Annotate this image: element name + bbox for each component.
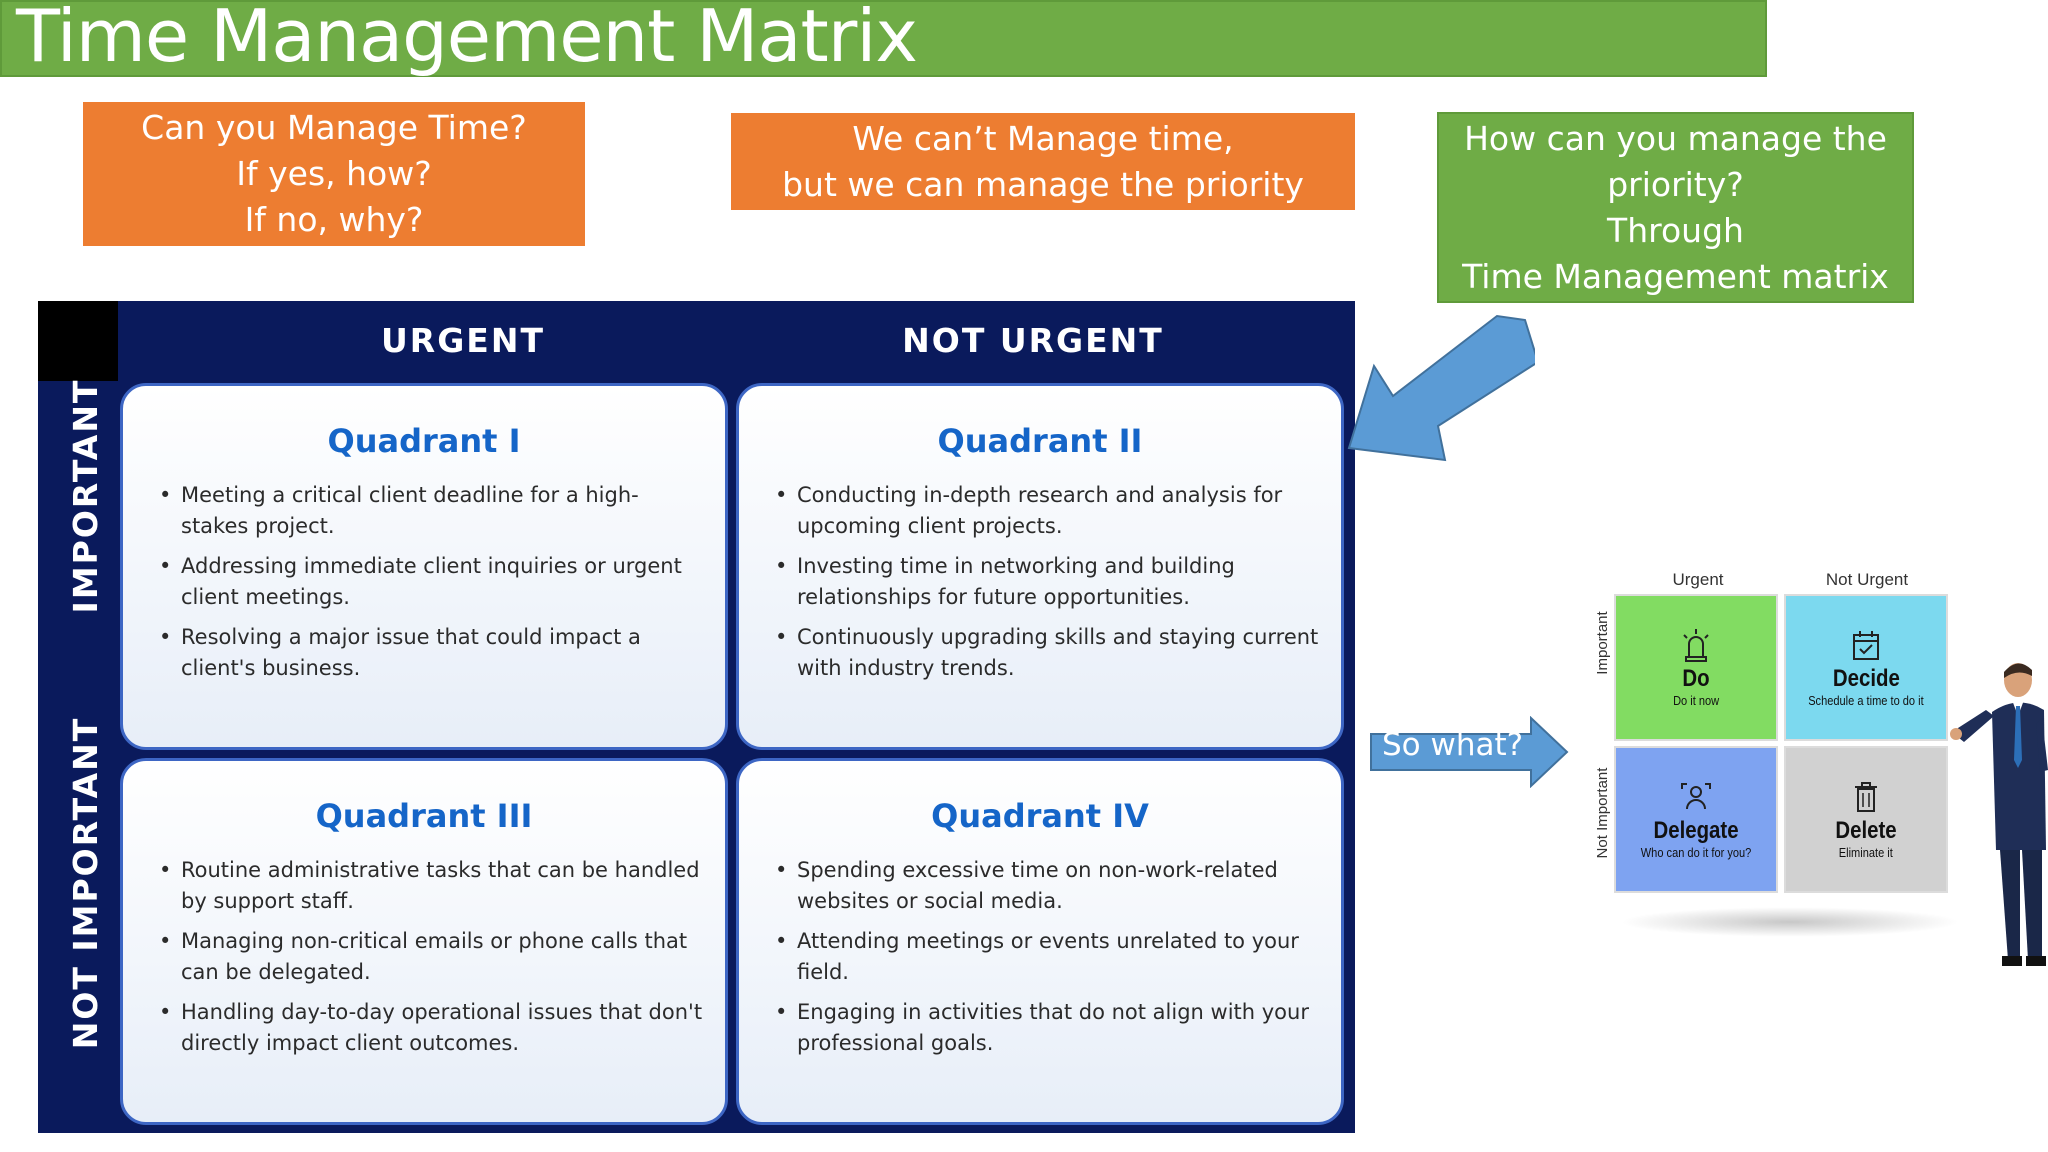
list-item: Continuously upgrading skills and stayin… xyxy=(775,622,1319,684)
quadrant-4: Quadrant IV Spending excessive time on n… xyxy=(736,758,1344,1125)
callout-line: We can’t Manage time, xyxy=(852,118,1234,158)
quadrant-list: Routine administrative tasks that can be… xyxy=(159,855,703,1059)
cell-subtitle: Eliminate it xyxy=(1838,845,1894,860)
quadrant-list: Meeting a critical client deadline for a… xyxy=(159,480,703,684)
list-item: Attending meetings or events unrelated t… xyxy=(775,926,1319,988)
cell-title: Delete xyxy=(1835,817,1897,844)
callout-line: but we can manage the priority xyxy=(782,164,1304,204)
callout-line: Can you Manage Time? xyxy=(141,108,527,147)
quadrant-list: Conducting in-depth research and analysi… xyxy=(775,480,1319,684)
quadrant-title: Quadrant IV xyxy=(931,797,1149,835)
row-header-important: IMPORTANT xyxy=(66,378,105,614)
cell-subtitle: Schedule a time to do it xyxy=(1808,693,1924,708)
quadrant-title: Quadrant II xyxy=(937,422,1143,460)
cell-title: Decide xyxy=(1832,665,1900,692)
answer-callout: We can’t Manage time, but we can manage … xyxy=(731,113,1355,210)
people-icon xyxy=(1681,783,1711,810)
cell-subtitle: Do it now xyxy=(1672,693,1720,708)
so-what-label: So what? xyxy=(1382,727,1524,763)
callout-line: priority? xyxy=(1607,164,1744,204)
column-header-urgent: URGENT xyxy=(381,321,545,360)
list-item: Managing non-critical emails or phone ca… xyxy=(159,926,703,988)
list-item: Engaging in activities that do not align… xyxy=(775,997,1319,1059)
matrix-corner xyxy=(38,301,118,381)
title-bar: Time Management Matrix xyxy=(0,0,1767,78)
list-item: Conducting in-depth research and analysi… xyxy=(775,480,1319,542)
list-item: Spending excessive time on non-work-rela… xyxy=(775,855,1319,917)
eisenhower-decide-cell: Decide Schedule a time to do it xyxy=(1784,594,1948,741)
siren-icon xyxy=(1683,629,1709,662)
eisenhower-do-cell: Do Do it now xyxy=(1614,594,1778,741)
callout-line: If no, why? xyxy=(244,200,424,239)
how-callout: How can you manage the priority? Through… xyxy=(1437,112,1914,303)
list-item: Resolving a major issue that could impac… xyxy=(159,622,703,684)
quadrant-title: Quadrant I xyxy=(327,422,521,460)
so-what-arrow-icon xyxy=(1370,716,1569,788)
question-callout: Can you Manage Time? If yes, how? If no,… xyxy=(83,102,585,246)
callout-line: Through xyxy=(1607,210,1744,250)
cell-title: Do xyxy=(1682,665,1710,692)
cell-title: Delegate xyxy=(1653,817,1739,844)
quadrant-list: Spending excessive time on non-work-rela… xyxy=(775,855,1319,1059)
calendar-icon xyxy=(1853,631,1879,660)
list-item: Addressing immediate client inquiries or… xyxy=(159,551,703,613)
eisenhower-row-important: Important xyxy=(1594,611,1611,675)
page-title: Time Management Matrix xyxy=(16,0,918,78)
column-header-not-urgent: NOT URGENT xyxy=(902,321,1164,360)
businessman-figure-icon xyxy=(1950,663,2048,966)
time-management-matrix: URGENT NOT URGENT IMPORTANT NOT IMPORTAN… xyxy=(38,301,1355,1133)
eisenhower-delegate-cell: Delegate Who can do it for you? xyxy=(1614,746,1778,893)
shadow xyxy=(1620,907,1960,937)
list-item: Meeting a critical client deadline for a… xyxy=(159,480,703,542)
list-item: Handling day-to-day operational issues t… xyxy=(159,997,703,1059)
quadrant-title: Quadrant III xyxy=(315,797,533,835)
cell-subtitle: Who can do it for you? xyxy=(1640,845,1752,860)
row-header-not-important: NOT IMPORTANT xyxy=(66,716,105,1050)
pointer-arrow-icon xyxy=(1347,314,1535,462)
list-item: Investing time in networking and buildin… xyxy=(775,551,1319,613)
eisenhower-col-not-urgent: Not Urgent xyxy=(1825,570,1909,589)
callout-line: If yes, how? xyxy=(236,154,432,193)
trash-icon xyxy=(1855,782,1877,812)
list-item: Routine administrative tasks that can be… xyxy=(159,855,703,917)
quadrant-1: Quadrant I Meeting a critical client dea… xyxy=(120,383,728,750)
eisenhower-delete-cell: Delete Eliminate it xyxy=(1784,746,1948,893)
eisenhower-row-not-important: Not Important xyxy=(1594,767,1611,859)
callout-line: How can you manage the xyxy=(1464,118,1887,158)
eisenhower-matrix-image: Urgent Not Urgent Important Not Importan… xyxy=(1580,562,2048,982)
quadrant-3: Quadrant III Routine administrative task… xyxy=(120,758,728,1125)
eisenhower-col-urgent: Urgent xyxy=(1672,570,1724,589)
quadrant-2: Quadrant II Conducting in-depth research… xyxy=(736,383,1344,750)
callout-line: Time Management matrix xyxy=(1462,256,1889,296)
